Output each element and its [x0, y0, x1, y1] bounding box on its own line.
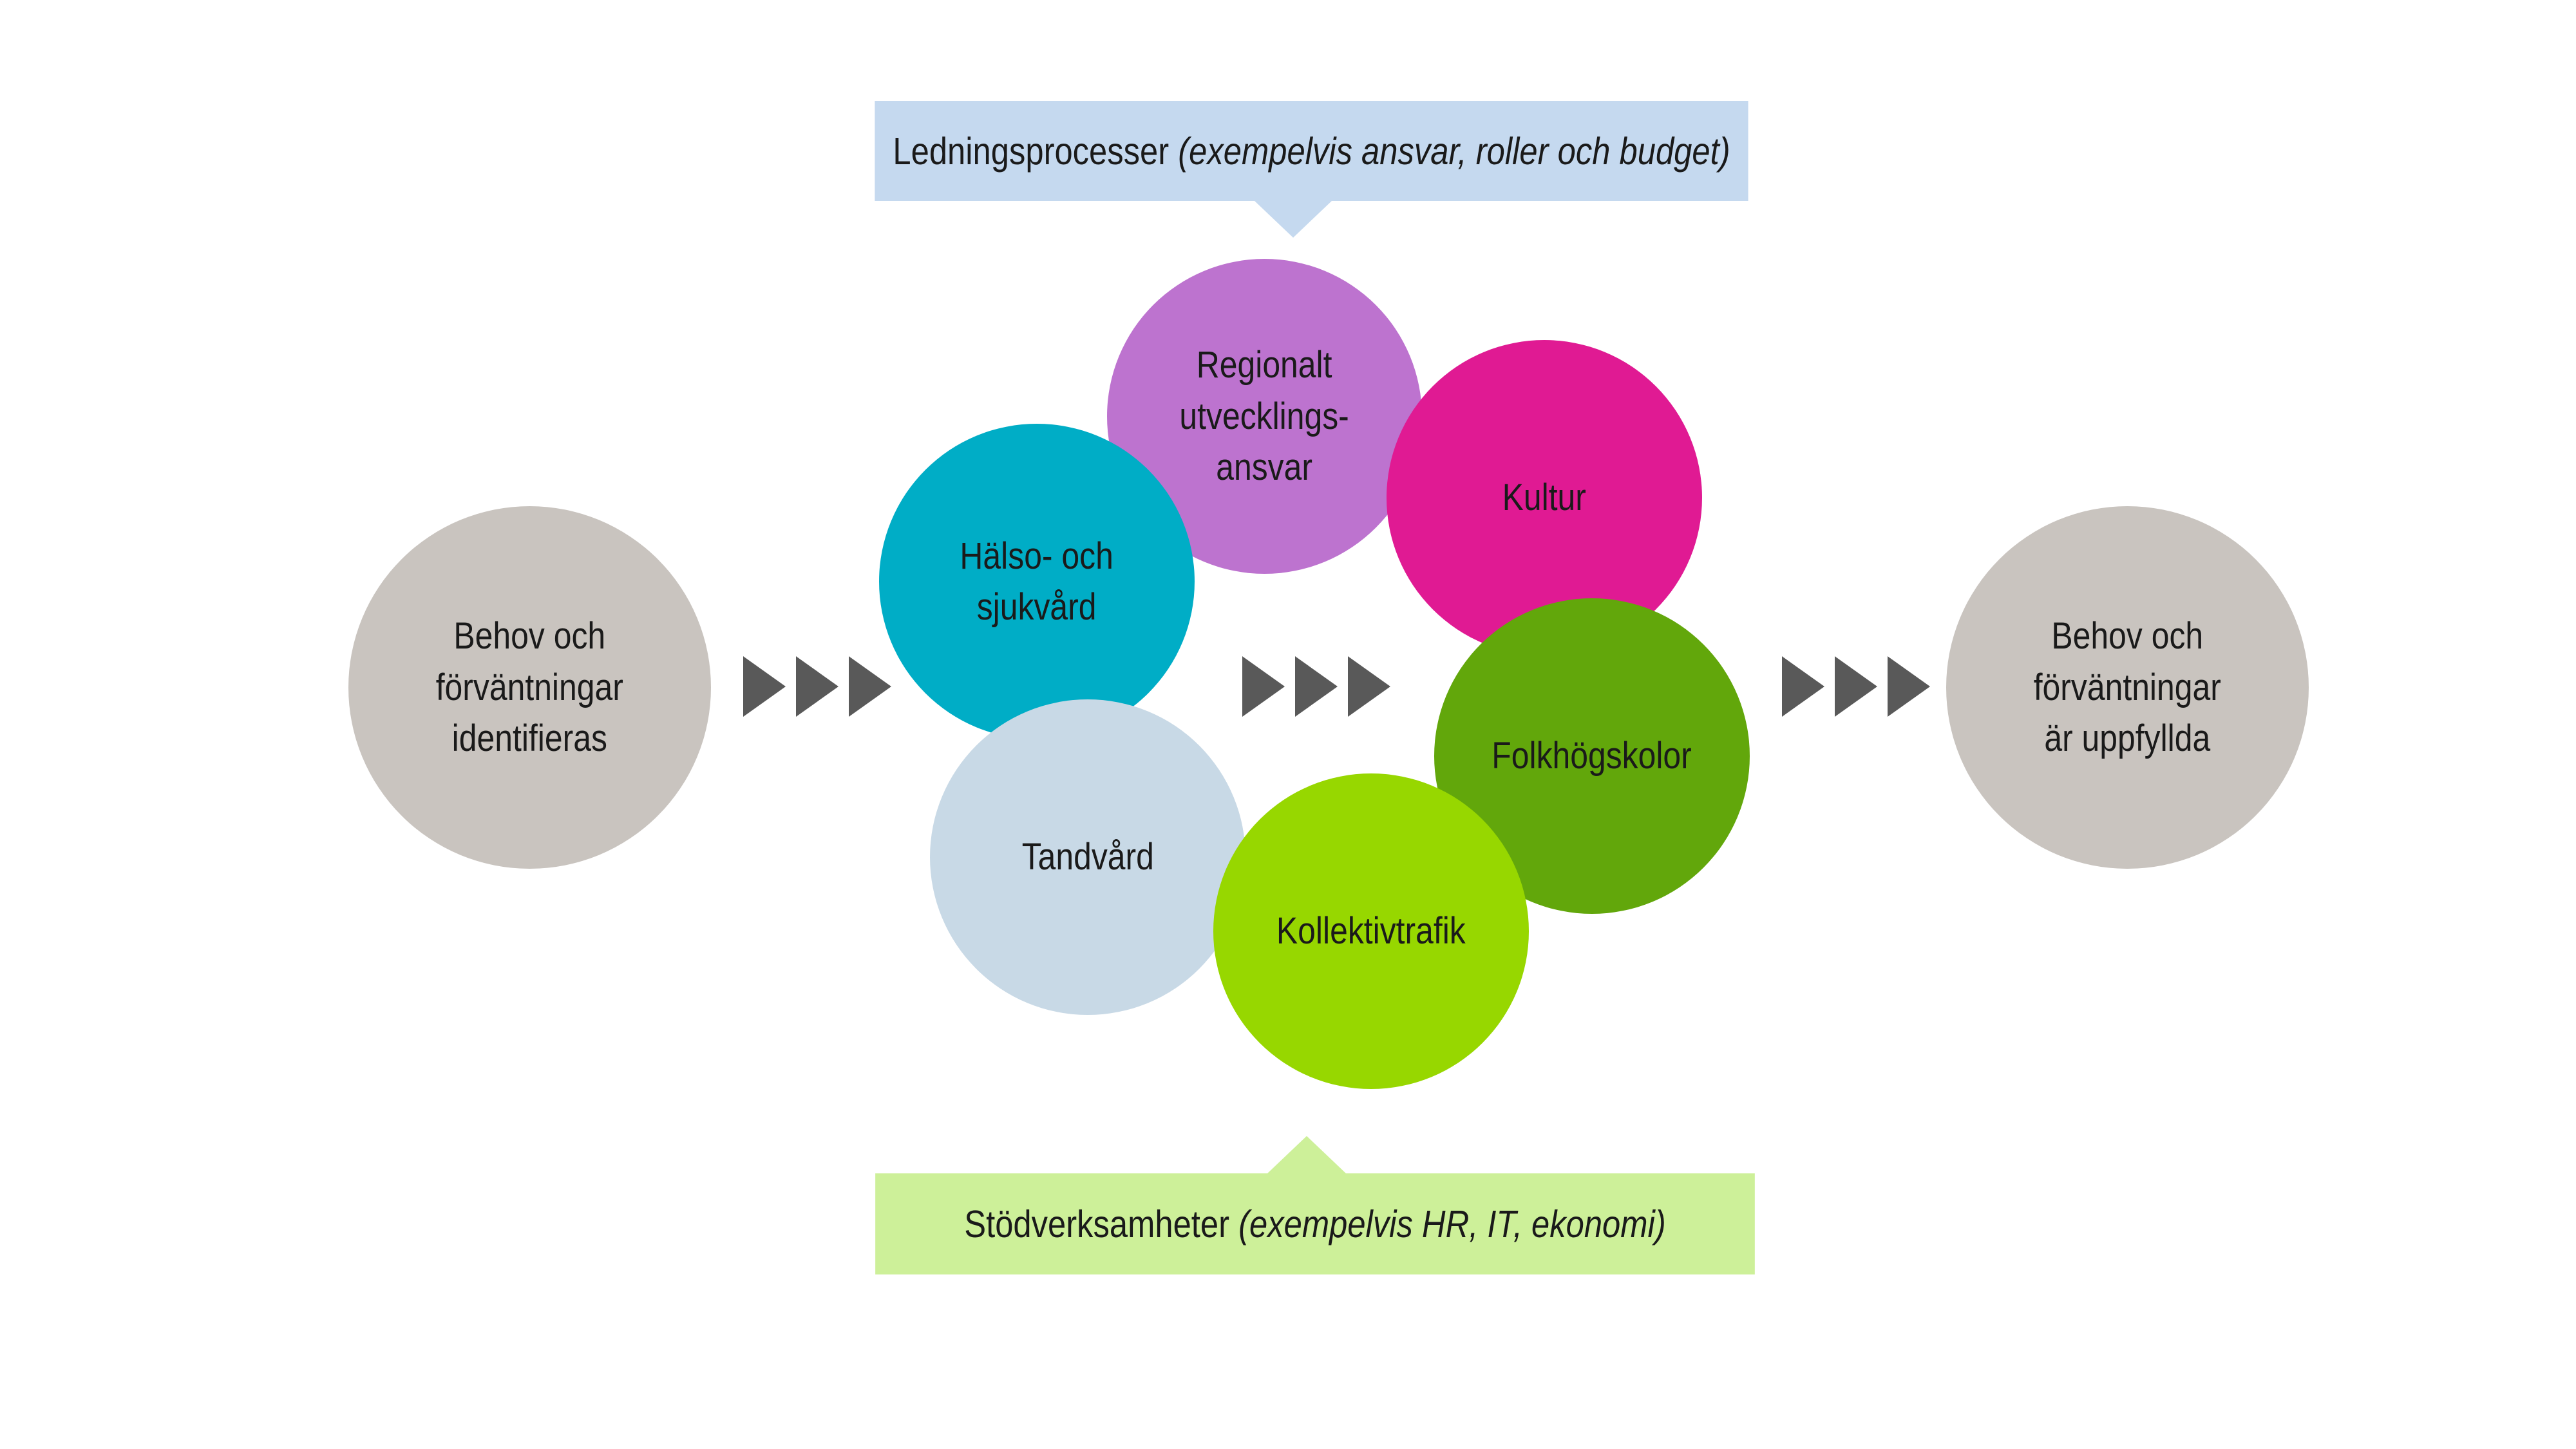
support-activities-label: Stödverksamheter [964, 1202, 1230, 1245]
arrow-icon [1888, 656, 1930, 717]
arrow-icon [1782, 656, 1824, 717]
support-pointer [1267, 1136, 1347, 1174]
activity-label: Folkhögskolor [1492, 735, 1692, 777]
activity-dental-care-circle: Tandvård [930, 699, 1245, 1015]
needs-identified-circle: Behov och förväntningar identifieras [348, 506, 711, 869]
activity-label: Hälso- och sjukvård [960, 535, 1114, 628]
activity-label: Regionalt utvecklings- ansvar [1179, 344, 1350, 489]
activity-label: Tandvård [1021, 836, 1154, 878]
needs-fulfilled-circle: Behov och förväntningar är uppfyllda [1946, 506, 2309, 869]
activity-label: Kollektivtrafik [1276, 910, 1466, 952]
activity-culture-circle: Kultur [1387, 340, 1702, 656]
arrow-icon [1242, 656, 1285, 717]
arrow-icon [1348, 656, 1390, 717]
needs-fulfilled-label: Behov och förväntningar är uppfyllda [2033, 615, 2222, 760]
arrow-icon [743, 656, 786, 717]
management-processes-label: Ledningsprocesser [893, 129, 1170, 173]
support-activities-note: (exempelvis HR, IT, ekonomi) [1238, 1202, 1666, 1245]
arrow-icon [796, 656, 838, 717]
flow-arrows-left [743, 656, 891, 717]
management-processes-box: Ledningsprocesser (exempelvis ansvar, ro… [875, 101, 1748, 201]
flow-arrows-right [1782, 656, 1930, 717]
arrow-icon [849, 656, 891, 717]
arrow-icon [1835, 656, 1877, 717]
flow-arrows-middle [1242, 656, 1390, 717]
management-pointer [1254, 200, 1332, 238]
activity-label: Kultur [1502, 477, 1587, 519]
activity-health-care-circle: Hälso- och sjukvård [879, 424, 1195, 739]
arrow-icon [1295, 656, 1338, 717]
needs-identified-label: Behov och förväntningar identifieras [435, 615, 624, 760]
management-processes-note: (exempelvis ansvar, roller och budget) [1178, 129, 1730, 173]
activity-public-transport-circle: Kollektivtrafik [1213, 773, 1529, 1089]
support-activities-box: Stödverksamheter (exempelvis HR, IT, eko… [875, 1173, 1755, 1274]
